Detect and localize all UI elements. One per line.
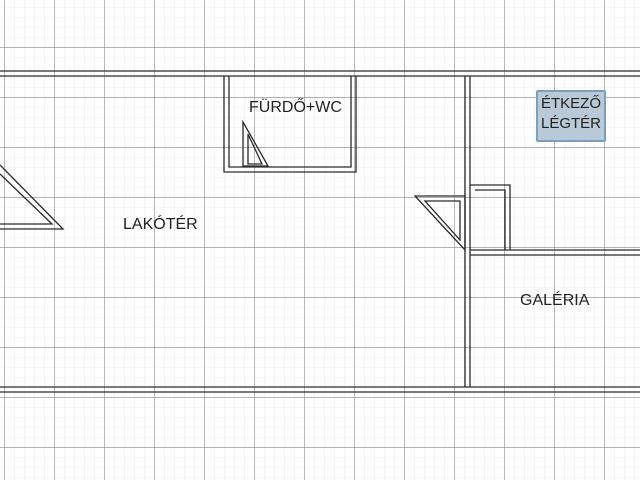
- room-label-etkezo-line2: LÉGTÉR: [540, 115, 601, 132]
- angled-wedge: [413, 195, 466, 252]
- walls: [0, 70, 640, 393]
- room-label-etkezo-legter: ÉTKEZŐ LÉGTÉR: [536, 90, 606, 142]
- bottom-wall: [0, 386, 640, 393]
- room-label-furdo-wc: FÜRDŐ+WC: [249, 99, 342, 116]
- left-triangle: [0, 164, 65, 230]
- stair-box: [470, 184, 511, 250]
- room-label-lakoter: LAKÓTÉR: [123, 216, 198, 233]
- room-label-etkezo-line1: ÉTKEZŐ: [540, 95, 601, 112]
- gallery-wall: [470, 249, 640, 256]
- room-label-galeria: GALÉRIA: [520, 292, 590, 309]
- top-wall: [0, 70, 640, 77]
- bathroom-walls: [223, 76, 357, 173]
